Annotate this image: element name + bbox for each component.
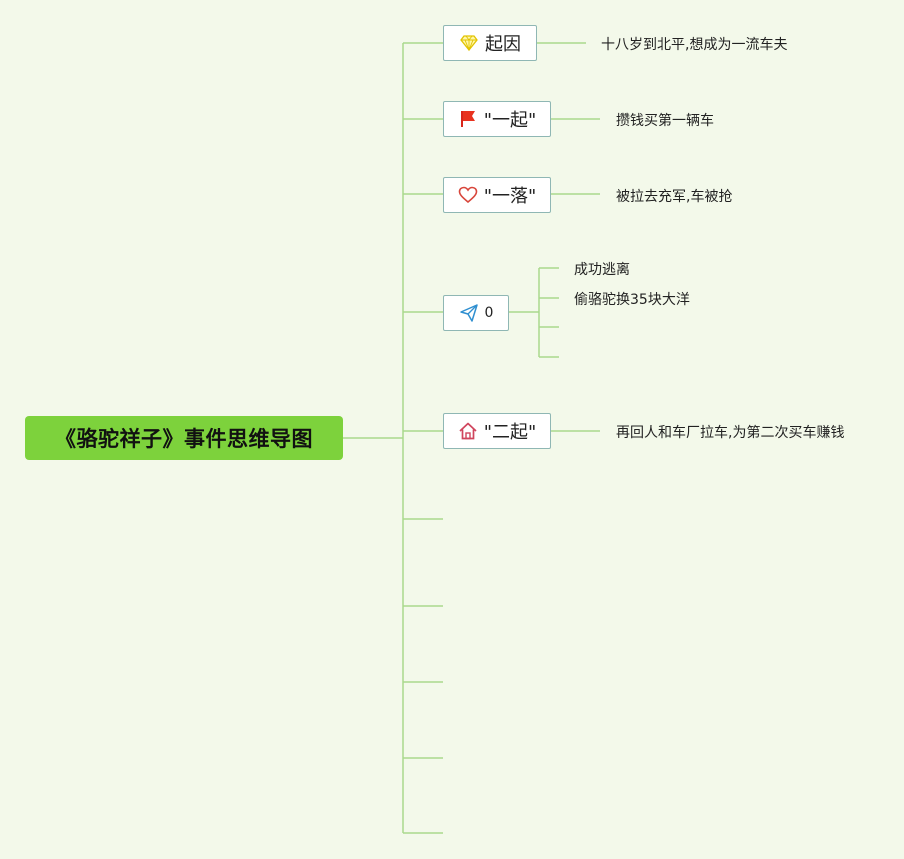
red-flag-icon [458, 109, 478, 129]
branch-node-cause[interactable]: 起因 [443, 25, 537, 61]
branch-detail: 再回人和车厂拉车,为第二次买车赚钱 [616, 425, 845, 441]
branch-detail: 攒钱买第一辆车 [616, 113, 714, 129]
branch-node-second-rise[interactable]: "二起" [443, 413, 551, 449]
house-icon [458, 421, 478, 441]
branch-detail: 十八岁到北平,想成为一流车夫 [601, 37, 788, 53]
root-topic[interactable]: 《骆驼祥子》事件思维导图 [25, 416, 343, 460]
branch-label: 起因 [485, 34, 521, 55]
branch-label: 0 [484, 305, 494, 321]
sub-detail: 成功逃离 [574, 262, 630, 278]
root-title: 《骆驼祥子》事件思维导图 [55, 427, 313, 451]
branch-node-zero[interactable]: 0 [443, 295, 509, 331]
sub-detail: 偷骆驼换35块大洋 [574, 292, 690, 308]
diamond-icon [459, 33, 479, 53]
branch-detail: 被拉去充军,车被抢 [616, 189, 733, 205]
branch-label: "一落" [483, 186, 537, 207]
branch-label: "二起" [483, 422, 537, 443]
heart-icon [458, 185, 478, 205]
branch-node-first-fall[interactable]: "一落" [443, 177, 551, 213]
paper-plane-icon [459, 303, 479, 323]
branch-label: "一起" [483, 110, 537, 131]
branch-node-first-rise[interactable]: "一起" [443, 101, 551, 137]
